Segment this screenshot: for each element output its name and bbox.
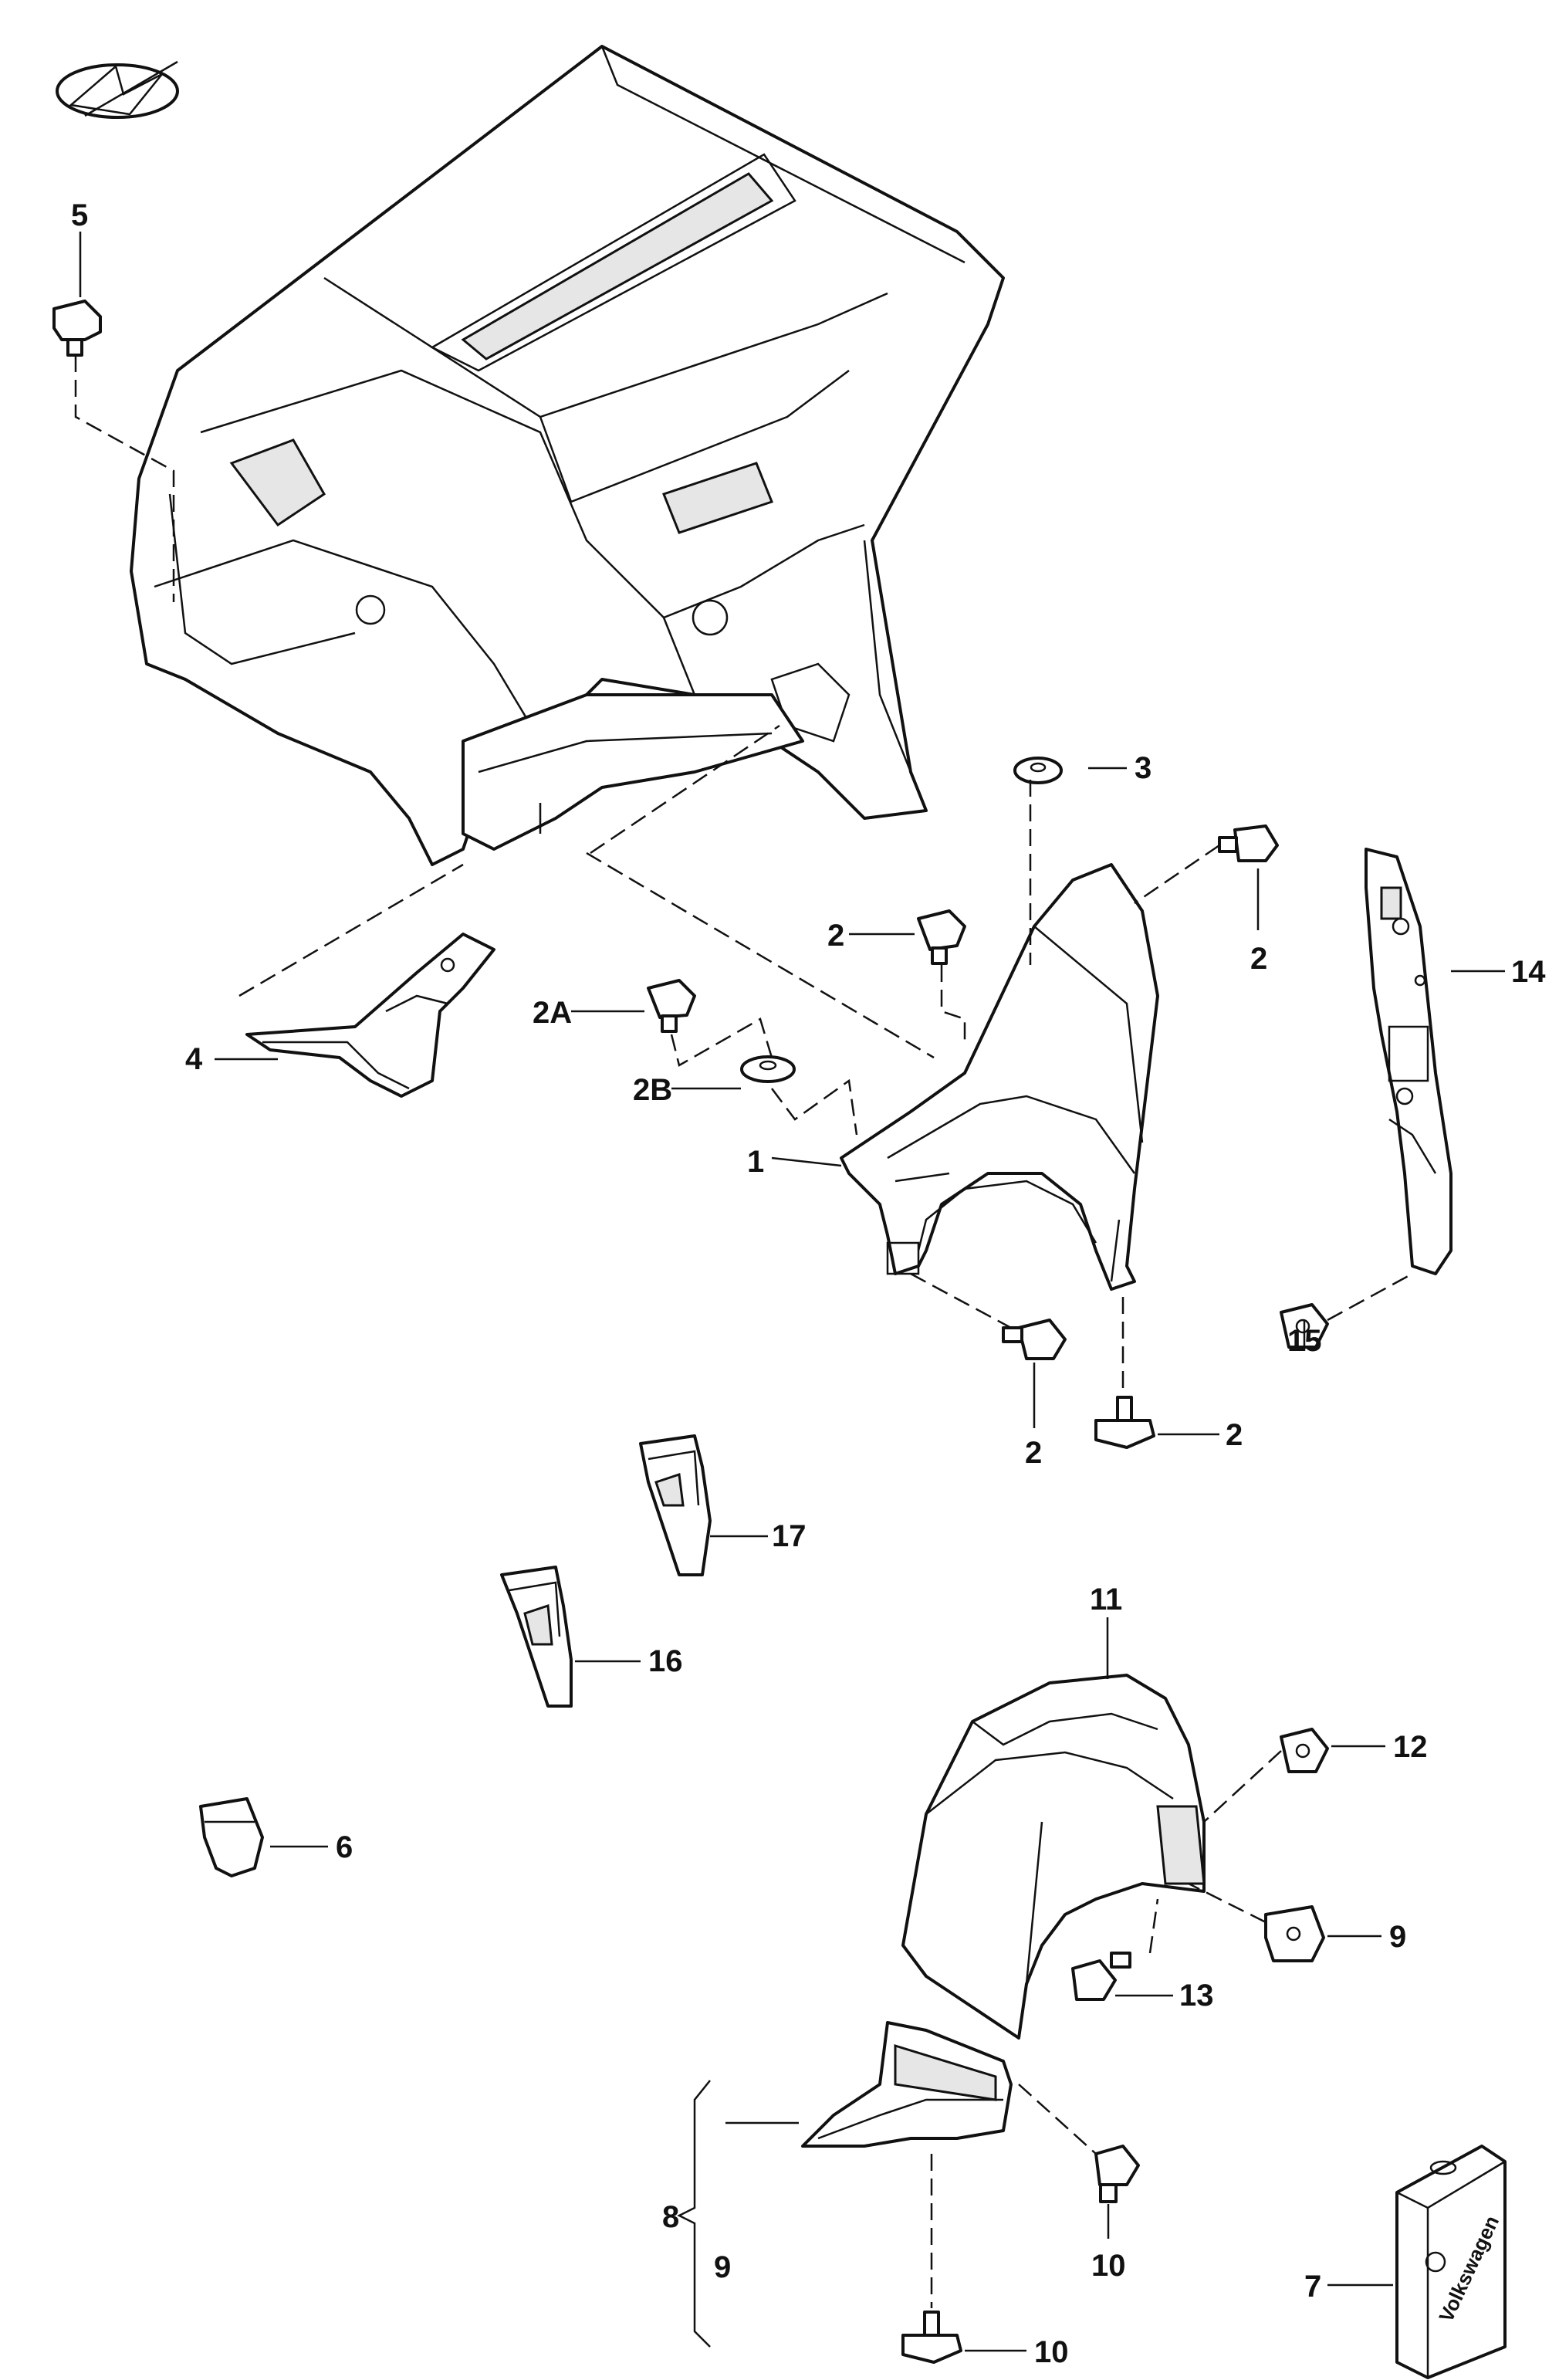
fender [840, 863, 1159, 1291]
callout-5: 5 [71, 198, 88, 232]
callout-2A: 2A [533, 996, 572, 1030]
side-piece-part-17 [639, 1434, 712, 1576]
body-shell [130, 45, 1005, 866]
washer-icon-2B [740, 1055, 796, 1083]
callout-15: 15 [1287, 1324, 1322, 1358]
bolt-icon-2-bottom [1094, 1396, 1155, 1449]
callout-6: 6 [336, 1830, 353, 1864]
bolt-icon-13 [1071, 1952, 1131, 2001]
callout-12: 12 [1393, 1730, 1428, 1764]
callout-16: 16 [648, 1644, 683, 1678]
strip-part-14 [1365, 848, 1452, 1275]
bolt-icon-10-right [1094, 2145, 1140, 2203]
callout-2: 2 [827, 919, 844, 953]
callout-2: 2 [1025, 1436, 1042, 1470]
clip-icon-12 [1280, 1728, 1329, 1773]
duct-part-8 [801, 2021, 1013, 2148]
package-part-7: Volkswagen [1395, 2145, 1507, 2379]
callout-3: 3 [1135, 751, 1151, 785]
callout-7: 7 [1304, 2270, 1321, 2304]
callout-13: 13 [1179, 1979, 1214, 2013]
callout-2: 2 [1250, 942, 1267, 976]
leader-lines [74, 232, 1505, 2352]
bolt-icon-2-top [917, 909, 966, 965]
bolt-icon-5 [52, 300, 102, 357]
callout-2: 2 [1226, 1418, 1243, 1452]
callout-10: 10 [1091, 2249, 1126, 2283]
callout-4: 4 [185, 1042, 203, 1076]
bolt-icon-2A [647, 979, 696, 1033]
bolt-icon-10-bottom [901, 2311, 962, 2364]
callout-2B: 2B [633, 1073, 672, 1107]
callout-14: 14 [1511, 955, 1546, 989]
callout-9: 9 [714, 2250, 731, 2284]
callout-17: 17 [772, 1519, 807, 1553]
bolt-icon-2-lower [1002, 1319, 1067, 1360]
wheel-liner-part-11 [901, 1674, 1206, 2040]
callout-10: 10 [1034, 2335, 1069, 2369]
callout-8: 8 [662, 2200, 679, 2234]
callout-11: 11 [1090, 1583, 1122, 1617]
callout-labels: 5 3 2 2 2A 2B 4 1 14 15 2 2 17 11 16 12 … [71, 198, 1546, 2369]
nut-icon-9 [1264, 1905, 1325, 1962]
washer-icon-3 [1013, 757, 1063, 784]
block-part-6 [199, 1797, 264, 1877]
side-piece-part-16 [500, 1566, 573, 1708]
emblem-icon [56, 60, 179, 119]
bracket-part-4 [245, 933, 495, 1098]
callout-1: 1 [747, 1145, 764, 1179]
bolt-icon-2-right [1218, 824, 1279, 862]
callout-9: 9 [1389, 1920, 1406, 1954]
